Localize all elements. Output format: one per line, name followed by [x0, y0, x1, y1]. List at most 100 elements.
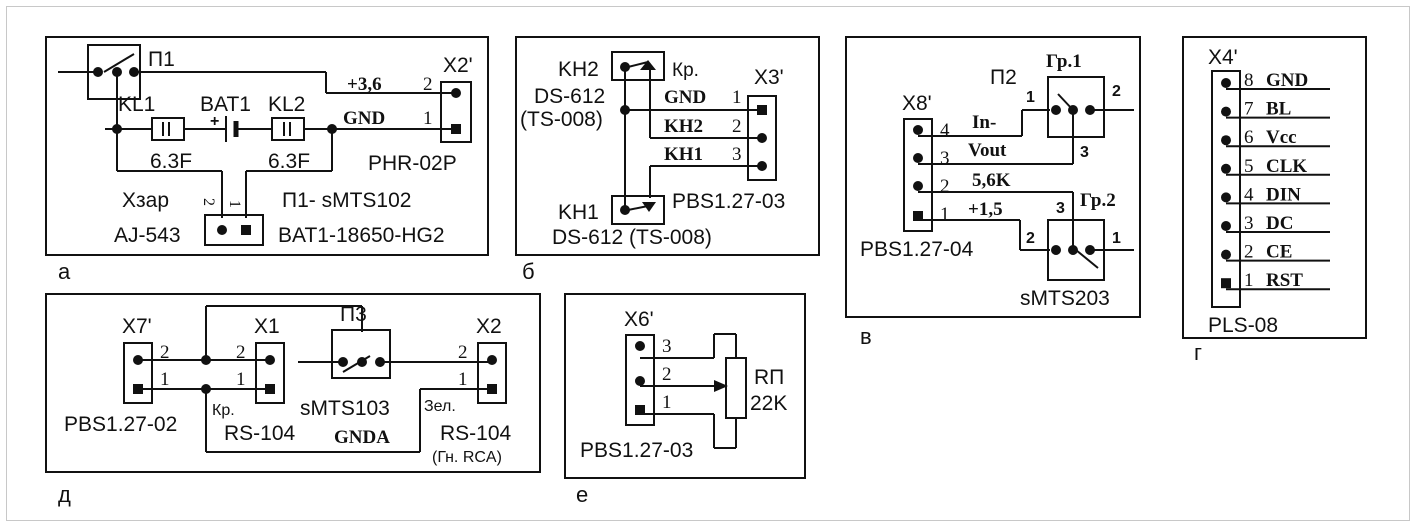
x2-part: RS-104	[440, 422, 512, 445]
switch-p3-part: sMTS103	[300, 397, 390, 420]
x3p-connector	[747, 95, 777, 181]
x3p-label: X3'	[754, 66, 784, 89]
supercap-kl2	[271, 117, 305, 141]
x8p-pin4: 4	[940, 120, 950, 141]
x4p-pin-5-contact	[1221, 163, 1231, 174]
x4p-pin-8-contact	[1221, 78, 1231, 88]
bat1-label: BAT1	[200, 93, 251, 116]
x4p-pin-number: 2	[1244, 242, 1254, 263]
x4p-net-label: GND	[1266, 70, 1308, 91]
x8p-label: X8'	[902, 92, 932, 115]
pot-label: RП	[754, 366, 784, 389]
x3p-part: PBS1.27-03	[672, 190, 785, 213]
x4p-net-label: CLK	[1266, 156, 1307, 177]
switch-p2-group1	[1047, 76, 1105, 138]
x4p-pin-7-contact	[1221, 106, 1231, 117]
net-plus15: +1,5	[968, 199, 1003, 220]
net-56k: 5,6K	[972, 170, 1011, 191]
x1-connector	[255, 342, 285, 404]
panel-b: KH2 Кр. DS-612 (TS-008) X3' GND KH2 KH1 …	[515, 36, 820, 284]
panel-c: X8' 4 3 2 1 In- Vout 5,6K +1,5 П2 Гр.1 1…	[845, 36, 1141, 349]
pot-value: 22K	[750, 392, 787, 415]
net-plus36: +3,6	[347, 74, 382, 95]
charge-part: AJ-543	[114, 224, 181, 247]
g2-pin2: 2	[1026, 230, 1035, 247]
g1-pin3: 3	[1080, 144, 1089, 161]
x2-color: Зел.	[424, 398, 456, 415]
panel-g-frame	[1182, 36, 1367, 339]
battery-plus-mark: +	[210, 113, 219, 130]
g1-pin2: 2	[1112, 83, 1121, 100]
kn2-color: Кр.	[672, 60, 699, 81]
x6p-part: PBS1.27-03	[580, 439, 693, 462]
g2-pin3: 3	[1056, 200, 1065, 217]
x4p-net-label: Vcc	[1266, 127, 1297, 148]
kn1-part: DS-612 (TS-008)	[552, 226, 712, 249]
x1-pin1: 1	[236, 369, 246, 390]
x8p-connector	[903, 118, 933, 232]
x4p-net-label: DC	[1266, 213, 1293, 234]
x2-pin1: 1	[458, 369, 468, 390]
x2-label: X2	[476, 315, 502, 338]
panel-e: X6' 3 2 1 RП 22K PBS1.27-03 е	[564, 293, 806, 507]
x4p-pin-number: 1	[1244, 270, 1254, 291]
x4p-pin-number: 3	[1244, 213, 1254, 234]
kn2-label: KH2	[558, 58, 599, 81]
x6p-connector	[625, 334, 655, 426]
g1-pin1: 1	[1026, 89, 1035, 106]
panel-e-letter: е	[576, 482, 588, 507]
panel-d: X7' 2 1 X1 2 1 П3 X2 2 1 PBS1.27-02	[45, 293, 541, 507]
cap2-value: 6.3F	[268, 150, 310, 173]
kl1-label: KL1	[118, 93, 155, 116]
x4p-pin-3-contact	[1221, 221, 1231, 231]
x4p-net-label: BL	[1266, 99, 1291, 120]
x8p-part: PBS1.27-04	[860, 238, 974, 261]
x6p-pin1: 1	[662, 392, 672, 413]
switch-p1-label: П1	[148, 48, 175, 71]
x4p-pin-number: 4	[1244, 184, 1254, 205]
x8p-pin2: 2	[940, 176, 950, 197]
x1-label: X1	[254, 315, 280, 338]
x3p-pin3: 3	[732, 144, 742, 165]
panel-g-letter: г	[1194, 340, 1202, 365]
panel-e-frame	[564, 293, 806, 479]
switch-p3-body	[331, 329, 391, 379]
x6p-pin2: 2	[662, 364, 672, 385]
kl2-label: KL2	[268, 93, 305, 116]
x7p-connector	[123, 342, 153, 404]
x4p-connector	[1211, 70, 1241, 308]
x4p-pin-number: 7	[1244, 99, 1254, 120]
kn2-alt: (TS-008)	[520, 108, 603, 131]
x4p-pin-number: 8	[1244, 70, 1254, 91]
x4p-part: PLS-08	[1208, 314, 1278, 337]
x8p-pin3: 3	[940, 148, 950, 169]
net-kn2: KH2	[664, 116, 703, 137]
x2-connector	[477, 342, 507, 404]
x4p-pin-number: 6	[1244, 127, 1254, 148]
x2p-pin2: 2	[423, 74, 433, 95]
x1-part: RS-104	[224, 422, 296, 445]
panel-a: П1 + KL1 BAT1 KL2 6.3F 6.3F X2' +3,6 GND…	[45, 36, 489, 284]
switch-p2-label: П2	[990, 66, 1017, 89]
charge-jack	[204, 214, 264, 246]
x4p-label: X4'	[1208, 46, 1238, 69]
net-gnd: GND	[343, 108, 385, 129]
x2-pin2: 2	[458, 342, 468, 363]
charge-label: Xзар	[122, 189, 169, 212]
x2p-pin1: 1	[423, 108, 433, 129]
figure-frame	[6, 6, 1410, 521]
battery-note: BAT1-18650-HG2	[278, 224, 445, 247]
x4p-pin-4-contact	[1221, 192, 1231, 203]
potentiometer-body	[725, 357, 747, 419]
switch-p2-part: sMTS203	[1020, 287, 1110, 310]
x4p-pin-2-contact	[1221, 249, 1231, 260]
panel-a-letter: а	[58, 259, 71, 284]
net-gnda: GNDA	[334, 427, 390, 448]
button-kn2-body	[611, 51, 665, 81]
x2-note: (Гн. RCA)	[432, 449, 502, 466]
panel-b-letter: б	[522, 259, 535, 284]
switch-note: П1- sMTS102	[282, 189, 411, 212]
x4p-pin-number: 5	[1244, 156, 1254, 177]
x7p-part: PBS1.27-02	[64, 413, 177, 436]
